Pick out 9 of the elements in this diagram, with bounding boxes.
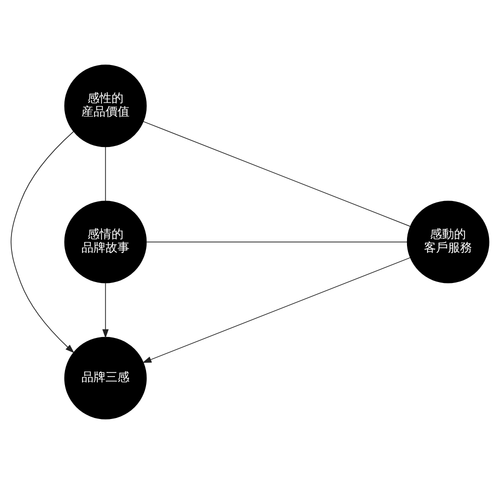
arrow (10, 130, 74, 353)
connector (143, 120, 411, 226)
node-circle: 感性的産品價值 (64, 64, 147, 147)
arrow (142, 256, 410, 362)
node-circle: 感情的品牌故事 (64, 200, 147, 283)
connector (146, 241, 408, 242)
node-circle: 感動的客戶服務 (406, 200, 490, 283)
arrow (102, 282, 109, 338)
connector (105, 146, 106, 201)
